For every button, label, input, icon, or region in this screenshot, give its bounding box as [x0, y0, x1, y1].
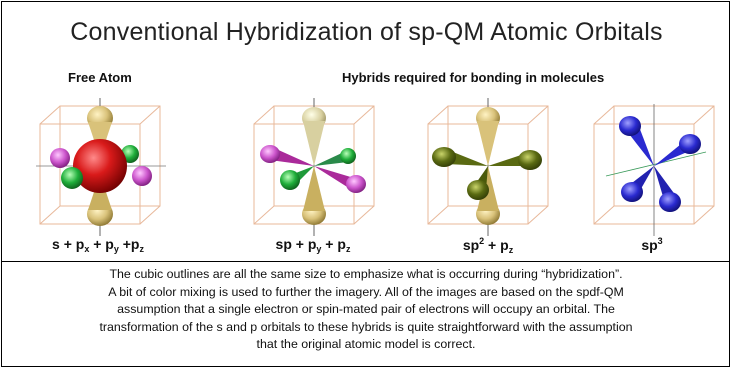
- caption-divider: [2, 261, 729, 262]
- py-lobe-back: [340, 148, 356, 164]
- formula-sp2: sp2 + pz: [462, 236, 514, 255]
- sp2-lobe-front: [467, 180, 489, 200]
- caption-line: A bit of color mixing is used to further…: [108, 284, 624, 299]
- py-lobe-front: [280, 170, 300, 190]
- figure-caption: The cubic outlines are all the same size…: [10, 266, 722, 354]
- sp3-lobe-4: [659, 192, 681, 212]
- px-lobe-left: [50, 148, 70, 168]
- caption-line: The cubic outlines are all the same size…: [109, 267, 623, 281]
- sp2-lobe-left: [432, 147, 456, 167]
- figure-title: Conventional Hybridization of sp-QM Atom…: [70, 18, 663, 46]
- hybrids-label: Hybrids required for bonding in molecule…: [342, 70, 605, 85]
- caption-line: transformation of the s and p orbitals t…: [99, 319, 633, 334]
- sp3-lobe-2: [679, 134, 701, 154]
- free-atom-label: Free Atom: [68, 70, 132, 85]
- sp2-hybrid-orbital-diagram: [427, 98, 549, 236]
- formula-sp: sp + py + pz: [275, 236, 351, 254]
- caption-line: assumption that a single electron or spi…: [117, 302, 615, 317]
- px-lobe-right: [346, 175, 366, 193]
- sp3-lobe-3: [621, 182, 643, 202]
- formula-free-atom: s + px + py +pz: [52, 236, 144, 254]
- px-lobe-left: [260, 145, 280, 163]
- sp-hybrid-orbital-diagram: [253, 98, 375, 236]
- sp2-lobe-right: [518, 150, 542, 170]
- sp3-lobe-1: [619, 116, 641, 136]
- px-lobe-right: [132, 166, 152, 186]
- caption-line: that the original atomic model is correc…: [256, 337, 476, 352]
- py-lobe-front: [61, 167, 83, 189]
- free-atom-orbital-diagram: [36, 98, 166, 236]
- s-orbital-sphere: [73, 139, 127, 193]
- sp3-hybrid-orbital-diagram: [593, 104, 715, 236]
- formula-sp3: sp3: [641, 236, 663, 253]
